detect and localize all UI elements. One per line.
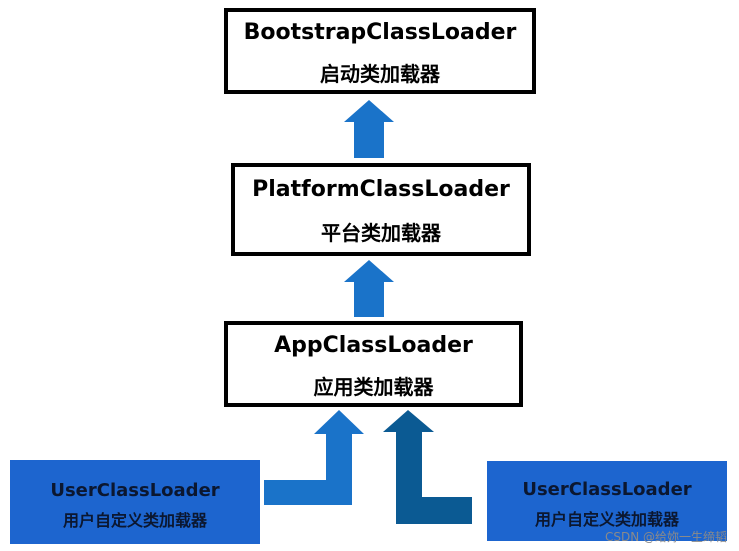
platform-classloader-cn: 平台类加载器 bbox=[321, 221, 441, 245]
app-classloader-cn: 应用类加载器 bbox=[313, 375, 434, 399]
csdn-watermark: CSDN @给妳一生缔韬 bbox=[604, 530, 727, 544]
app-classloader-box: AppClassLoader 应用类加载器 bbox=[224, 321, 523, 407]
bootstrap-classloader-cn: 启动类加载器 bbox=[320, 62, 440, 86]
user-classloader-box-right: UserClassLoader 用户自定义类加载器 bbox=[487, 461, 727, 541]
arrow-user-right-to-app bbox=[383, 410, 472, 524]
bootstrap-classloader-name: BootstrapClassLoader bbox=[243, 20, 517, 45]
user-classloader-box-left: UserClassLoader 用户自定义类加载器 bbox=[10, 460, 260, 544]
user-classloader-cn-left: 用户自定义类加载器 bbox=[62, 511, 207, 530]
arrow-user-left-to-app bbox=[264, 410, 364, 505]
bootstrap-classloader-box: BootstrapClassLoader 启动类加载器 bbox=[224, 8, 536, 94]
user-classloader-cn-right: 用户自定义类加载器 bbox=[534, 510, 679, 529]
user-classloader-name-left: UserClassLoader bbox=[50, 480, 220, 501]
arrow-app-to-platform bbox=[344, 260, 394, 317]
platform-classloader-name: PlatformClassLoader bbox=[252, 177, 510, 202]
platform-classloader-box: PlatformClassLoader 平台类加载器 bbox=[231, 163, 531, 256]
app-classloader-name: AppClassLoader bbox=[274, 333, 473, 358]
arrow-platform-to-bootstrap bbox=[344, 100, 394, 158]
user-classloader-name-right: UserClassLoader bbox=[522, 479, 692, 500]
